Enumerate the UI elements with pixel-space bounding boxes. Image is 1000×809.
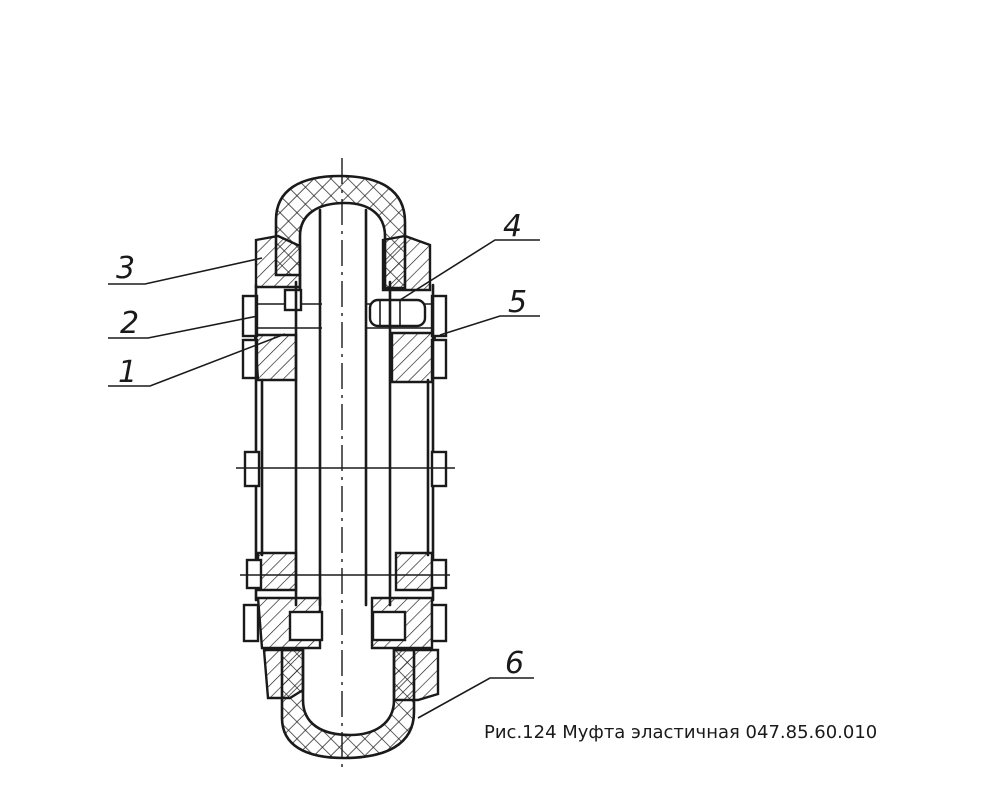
leader-2 — [108, 315, 259, 339]
clamp-ring-right-bottom — [392, 648, 440, 702]
lower-pin-left — [288, 610, 324, 642]
part-label-4: 4 — [503, 209, 522, 244]
part-label-5: 5 — [508, 285, 527, 320]
leader-5 — [439, 315, 540, 336]
part-label-3: 3 — [116, 251, 135, 286]
part-label-6: 6 — [505, 646, 524, 681]
flange-right-top — [390, 331, 437, 384]
shaft-tube — [318, 208, 368, 607]
flange-left-top — [253, 333, 298, 382]
inner-wall-left — [294, 273, 302, 607]
figure-caption: Рис.124 Муфта эластичная 047.85.60.010 — [484, 722, 878, 743]
clamp-ring-right-top — [381, 234, 432, 292]
lower-bolt-left — [245, 558, 263, 590]
pin-left-top — [283, 288, 303, 312]
flange-left-bottom — [256, 551, 298, 592]
mid-bolt-left — [243, 450, 261, 488]
lower-pin-right — [371, 610, 407, 642]
leader-4 — [399, 239, 540, 301]
leader-3 — [108, 257, 263, 285]
part-label-1: 1 — [118, 355, 137, 390]
leader-1 — [108, 333, 286, 387]
clamp-ring-left-bottom — [262, 648, 305, 700]
mid-bolt-right — [430, 450, 448, 488]
leader-6 — [417, 677, 534, 719]
part-label-2: 2 — [120, 306, 139, 341]
lower-bolt-right — [430, 558, 448, 590]
clamp-ring-left-top — [254, 234, 302, 289]
lower-bolt-head-left — [242, 603, 260, 643]
flange-right-bottom — [394, 551, 434, 592]
pin-right-top — [368, 298, 427, 328]
lower-bolt-head-right — [430, 603, 448, 643]
